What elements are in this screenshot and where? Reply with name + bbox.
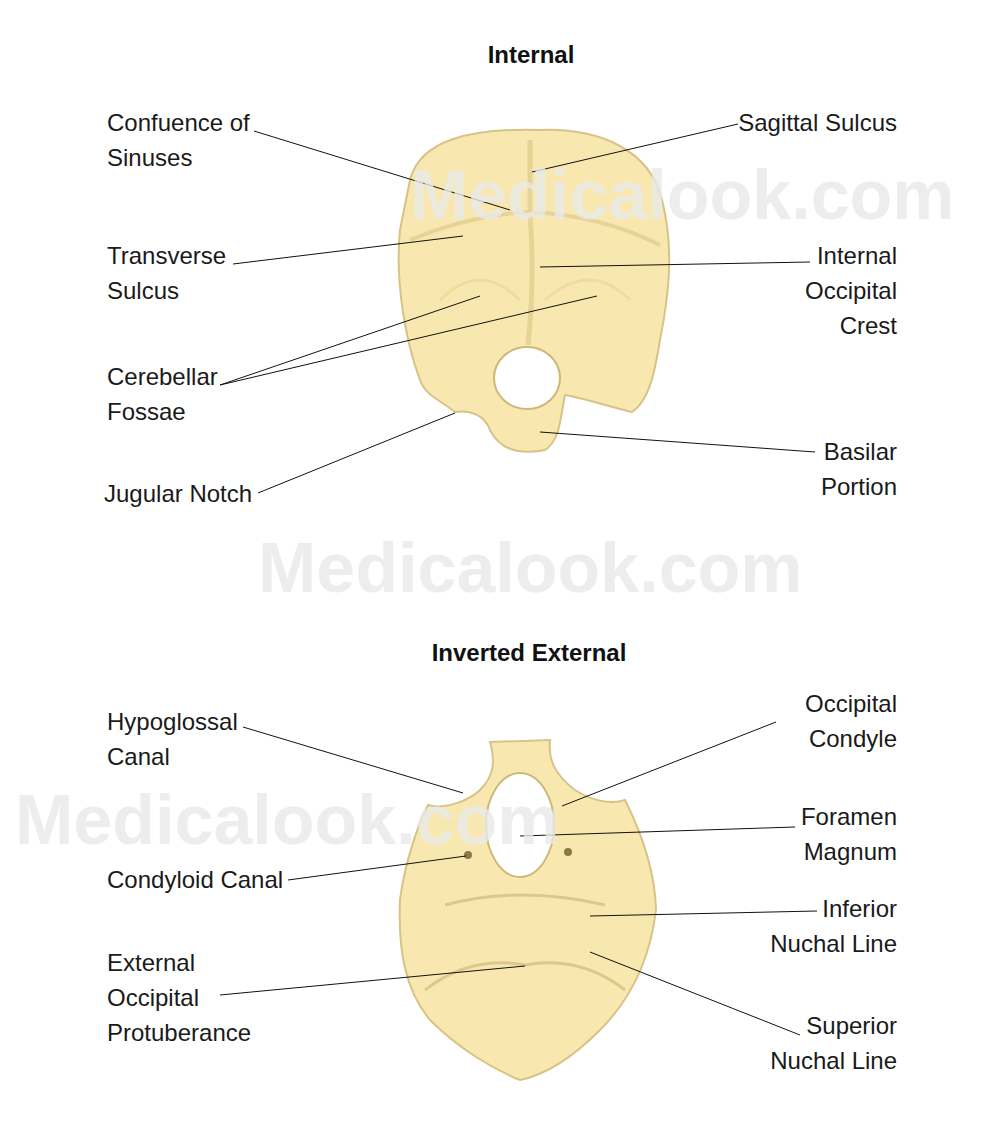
part-label: Basilar Portion (772, 434, 897, 504)
nuchal-lines (425, 895, 625, 990)
part-label: Occipital Condyle (767, 686, 897, 756)
part-label: External Occipital Protuberance (107, 945, 272, 1050)
canal-dot (564, 848, 572, 856)
leader-lines (220, 124, 817, 1035)
part-label: Confuence of Sinuses (107, 105, 277, 175)
part-label: Superior Nuchal Line (757, 1008, 897, 1078)
part-label: Inferior Nuchal Line (757, 891, 897, 961)
part-label: Foramen Magnum (767, 799, 897, 869)
part-label: Hypoglossal Canal (107, 704, 257, 774)
part-label: Cerebellar Fossae (107, 359, 257, 429)
part-label: Transverse Sulcus (107, 238, 257, 308)
view-title: Internal (281, 37, 781, 72)
watermark: Medicalook.com (15, 780, 560, 860)
view-title: Inverted External (279, 635, 779, 670)
foramen-hole (494, 347, 560, 409)
part-label: Internal Occipital Crest (767, 238, 897, 343)
part-label: Condyloid Canal (107, 862, 283, 897)
watermark: Medicalook.com (410, 155, 955, 235)
part-label: Sagittal Sulcus (738, 105, 897, 140)
watermark: Medicalook.com (258, 528, 803, 608)
part-label: Jugular Notch (104, 476, 252, 511)
fossa-shading (440, 280, 630, 300)
